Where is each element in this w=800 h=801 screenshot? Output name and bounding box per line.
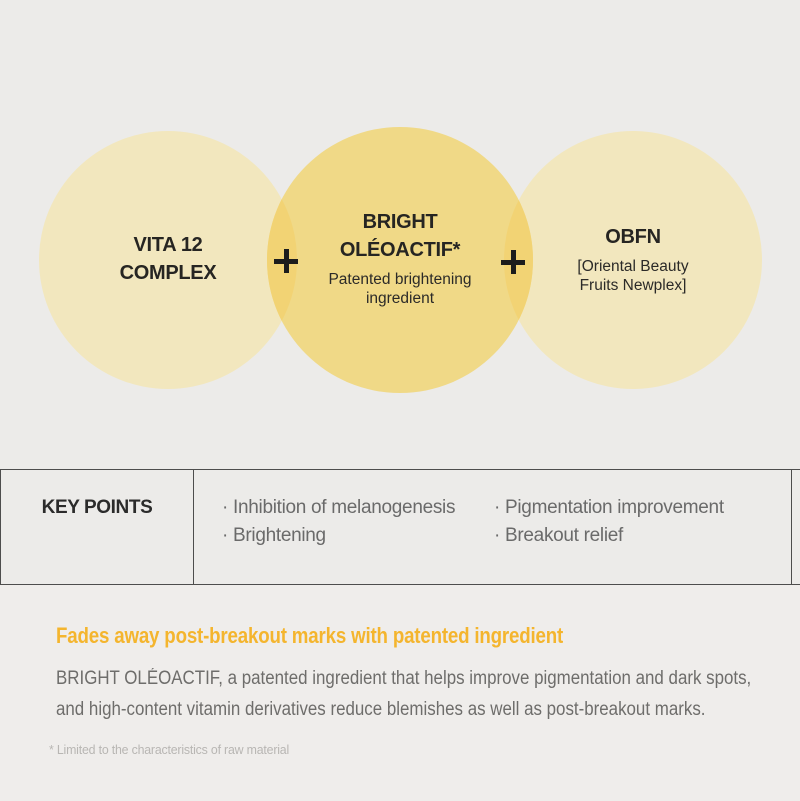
oleoactif-subtitle-line2: ingredient	[365, 290, 435, 307]
vita12-title-line2: COMPLEX	[119, 262, 217, 284]
circle-label-oleoactif: BRIGHT OLÉOACTIF* Patented brightening i…	[300, 208, 500, 308]
key-points-column-1: · Inhibition of melanogenesis · Brighten…	[222, 494, 494, 584]
vita12-title-line1: VITA 12	[133, 234, 203, 256]
circle-label-obfn: OBFN [Oriental Beauty Fruits Newplex]	[533, 223, 733, 295]
key-points-header-cell: KEY POINTS	[1, 470, 194, 584]
footnote: * Limited to the characteristics of raw …	[49, 742, 290, 757]
obfn-subtitle-line1: [Oriental Beauty	[577, 258, 689, 275]
obfn-title: OBFN	[533, 223, 733, 251]
circle-label-vita12: VITA 12 COMPLEX	[68, 231, 268, 287]
circle-oleoactif-shape	[267, 127, 533, 393]
key-point-item: · Inhibition of melanogenesis	[222, 497, 456, 518]
key-points-section: KEY POINTS · Inhibition of melanogenesis…	[0, 469, 800, 585]
key-point-item: · Breakout relief	[494, 525, 624, 546]
plus-icon	[274, 249, 298, 273]
plus-icon	[501, 250, 525, 274]
key-point-item: · Brightening	[222, 525, 326, 546]
description-body-line2: and high-content vitamin derivatives red…	[56, 699, 706, 720]
key-points-title: KEY POINTS	[41, 497, 153, 518]
obfn-title-line1: OBFN	[605, 226, 661, 248]
description-heading: Fades away post-breakout marks with pate…	[56, 623, 564, 648]
oleoactif-subtitle-line1: Patented brightening	[328, 271, 472, 288]
vita12-title: VITA 12 COMPLEX	[68, 231, 268, 287]
key-point-item: · Pigmentation improvement	[494, 497, 724, 518]
key-points-column-2: · Pigmentation improvement · Breakout re…	[494, 494, 724, 584]
oleoactif-title: BRIGHT OLÉOACTIF*	[300, 208, 500, 264]
circle-obfn-shape	[504, 131, 762, 389]
description-section: Fades away post-breakout marks with pate…	[0, 585, 800, 801]
obfn-subtitle: [Oriental Beauty Fruits Newplex]	[533, 257, 733, 295]
key-points-list-cell: · Inhibition of melanogenesis · Brighten…	[194, 470, 791, 584]
description-body-line1: BRIGHT OLÉOACTIF, a patented ingredient …	[56, 668, 752, 689]
description-body: BRIGHT OLÉOACTIF, a patented ingredient …	[56, 663, 752, 725]
oleoactif-title-line1: BRIGHT	[362, 211, 438, 233]
oleoactif-title-line2: OLÉOACTIF*	[339, 239, 461, 261]
circle-vita12-shape	[39, 131, 297, 389]
obfn-subtitle-line2: Fruits Newplex]	[579, 277, 687, 294]
key-points-table: KEY POINTS · Inhibition of melanogenesis…	[0, 470, 792, 584]
oleoactif-subtitle: Patented brightening ingredient	[300, 270, 500, 308]
venn-diagram	[39, 127, 762, 393]
ingredient-venn-section: VITA 12 COMPLEX BRIGHT OLÉOACTIF* Patent…	[39, 127, 762, 393]
